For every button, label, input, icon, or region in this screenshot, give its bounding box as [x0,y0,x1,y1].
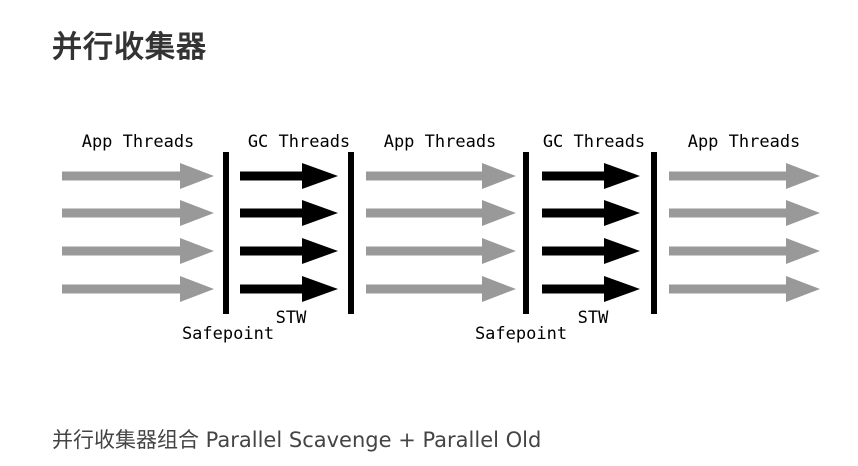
stw-label: STW [578,308,609,328]
phase-label-gc: GC Threads [248,132,350,152]
app-thread-arrow [669,276,820,302]
caption: 并行收集器组合 Parallel Scavenge + Parallel Old [52,428,542,452]
app-thread-arrow [62,238,214,264]
page-title: 并行收集器 [52,30,207,65]
app-thread-arrow [366,276,516,302]
gc-thread-arrow [240,276,338,302]
safepoint-barrier [651,152,657,314]
gc-thread-arrow [240,238,338,264]
safepoint-barrier [523,152,529,314]
phase-label-app: App Threads [384,132,497,152]
safepoint-label: Safepoint [475,324,567,344]
app-thread-arrow [669,200,820,226]
safepoint-label: Safepoint [182,324,274,344]
gc-thread-arrow [542,200,640,226]
phase-label-gc: GC Threads [543,132,645,152]
app-thread-arrow [62,200,214,226]
app-thread-arrow [366,238,516,264]
app-thread-arrow [366,200,516,226]
gc-thread-arrow [542,276,640,302]
stw-label: STW [276,308,307,328]
app-thread-arrow [62,163,214,189]
phase-label-app: App Threads [82,132,195,152]
app-thread-arrow [669,238,820,264]
gc-thread-arrow [542,163,640,189]
app-thread-arrow [62,276,214,302]
safepoint-barrier [348,152,354,314]
safepoint-barrier [223,152,229,314]
app-thread-arrow [669,163,820,189]
phase-label-app: App Threads [688,132,801,152]
gc-thread-arrow [240,163,338,189]
app-thread-arrow [366,163,516,189]
gc-thread-arrow [542,238,640,264]
gc-thread-arrow [240,200,338,226]
